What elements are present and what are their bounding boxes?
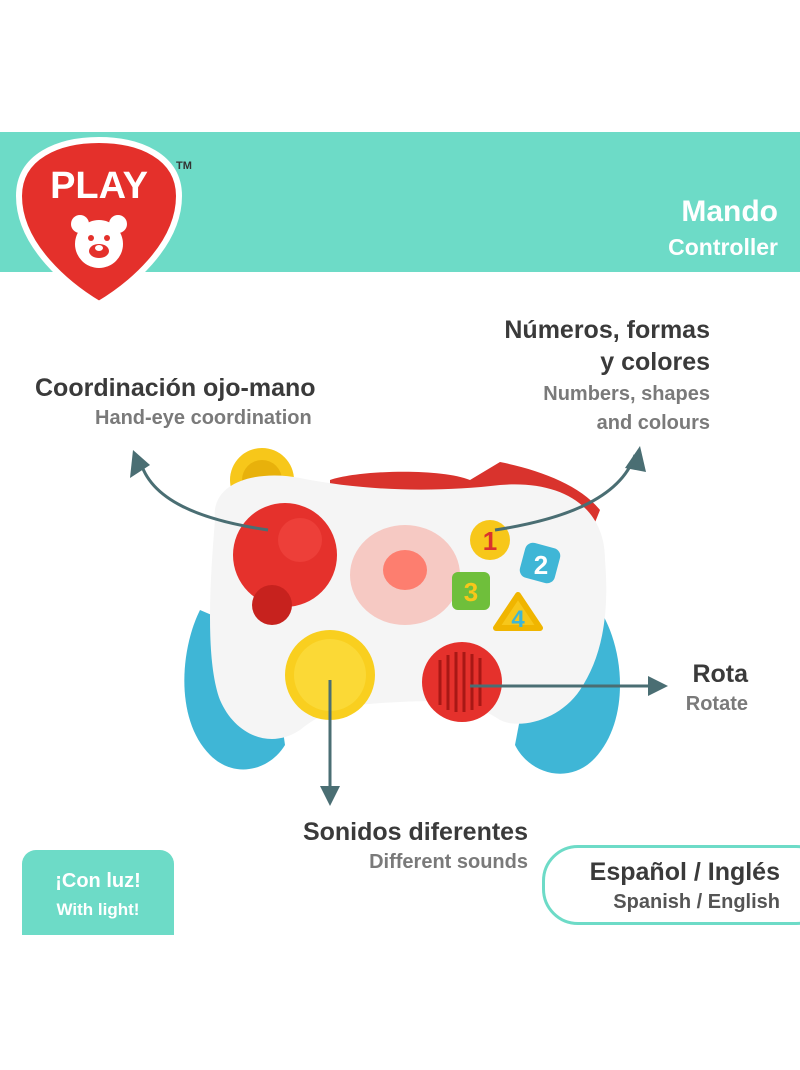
feature-coordination-title: Coordinación ojo-mano	[35, 374, 316, 402]
feature-numbers-title-line1: Números, formas	[504, 316, 710, 344]
language-badge-title: Español / Inglés	[589, 858, 780, 886]
button-3-text: 3	[464, 577, 478, 607]
button-4-text: 4	[511, 606, 525, 633]
button-2-text: 2	[534, 550, 548, 580]
feature-sounds-subtitle: Different sounds	[369, 851, 528, 873]
feature-sounds-title: Sonidos diferentes	[302, 818, 528, 846]
light-badge-title: ¡Con luz!	[55, 870, 141, 892]
trademark-mark: TM	[176, 160, 192, 172]
feature-rotate-title: Rota	[692, 660, 748, 688]
feature-numbers-subtitle-line1: Numbers, shapes	[543, 383, 710, 405]
logo-text: PLAY	[50, 165, 148, 207]
product-subtitle: Controller	[668, 234, 778, 260]
play-logo: PLAY	[14, 136, 184, 308]
light-badge-subtitle: With light!	[56, 900, 140, 919]
light-badge	[22, 850, 174, 935]
language-badge	[542, 845, 800, 925]
feature-numbers-title-line2: y colores	[600, 348, 710, 376]
feature-numbers-subtitle-line2: and colours	[596, 412, 710, 434]
button-1-text: 1	[483, 526, 497, 556]
language-badge-subtitle: Spanish / English	[613, 891, 780, 913]
product-title: Mando	[681, 195, 778, 228]
feature-coordination-subtitle: Hand-eye coordination	[95, 407, 312, 429]
feature-rotate-subtitle: Rotate	[685, 693, 748, 715]
